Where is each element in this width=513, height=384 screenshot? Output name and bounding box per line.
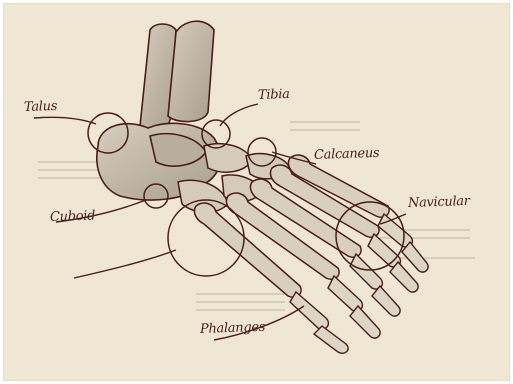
cuboid-label: Cuboid (50, 208, 96, 225)
tibia-label: Tibia (258, 87, 290, 103)
talus-label: Talus (24, 99, 58, 115)
calcaneus-label: Calcaneus (314, 146, 380, 163)
phalanx-bones (290, 214, 428, 353)
leg-bones (140, 21, 214, 129)
phalanges-label: Phalanges (200, 320, 266, 337)
navicular-label: Navicular (408, 194, 470, 211)
